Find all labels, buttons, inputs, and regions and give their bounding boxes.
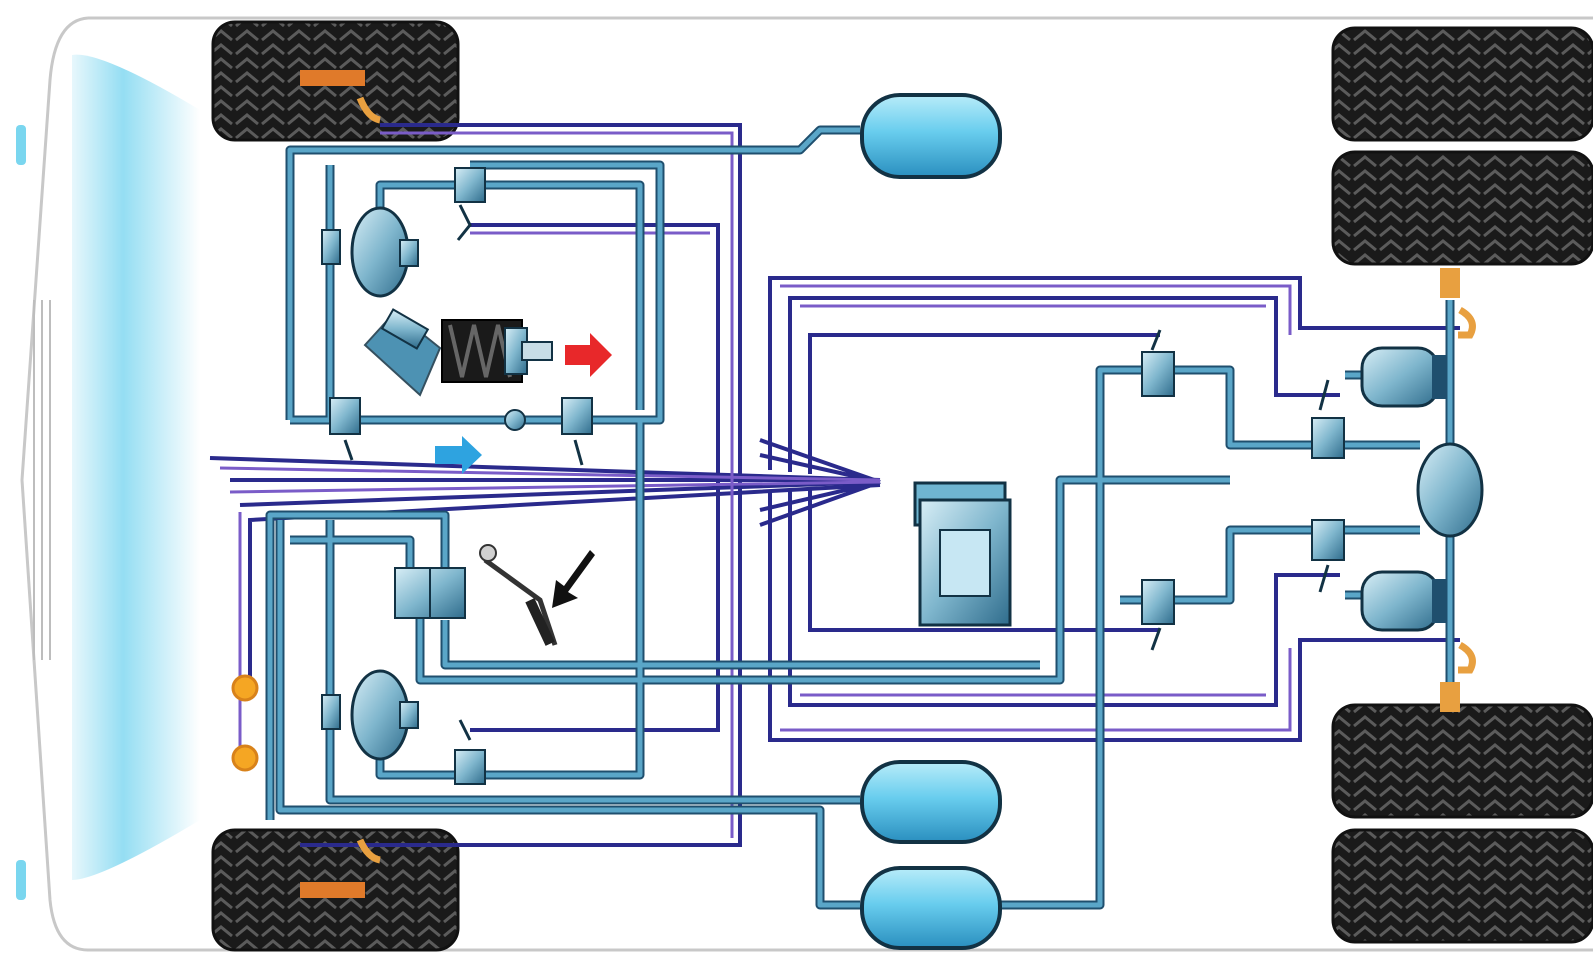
warning-lamp-icon [233, 676, 257, 700]
pressure-regulator [505, 410, 525, 430]
compressor [442, 320, 552, 382]
valve [1312, 418, 1344, 458]
black-arrow-icon [552, 550, 595, 608]
front-left-wheel [213, 22, 458, 140]
front-right-wheel [213, 830, 458, 950]
rear-left-wheel-inner [1333, 152, 1593, 264]
valve [1312, 520, 1344, 560]
side-light-icon [16, 125, 26, 165]
valve [455, 750, 485, 784]
valve [1142, 352, 1174, 396]
brake-pedal[interactable] [480, 545, 555, 646]
side-light-icon [16, 860, 26, 900]
front-brake-chamber-top [322, 208, 418, 296]
rear-right-wheel-outer [1333, 830, 1593, 942]
valve [330, 398, 360, 434]
air-tank-top [862, 95, 1000, 177]
front-brake-chamber-bottom [322, 671, 418, 759]
air-tank-bottom [862, 868, 1000, 948]
rear-left-wheel-outer [1333, 28, 1593, 140]
windshield [72, 55, 200, 880]
rear-right-wheel-inner [1333, 705, 1593, 817]
valve [1142, 580, 1174, 624]
linkage [365, 309, 440, 395]
rear-brake-chamber-top [1362, 348, 1446, 406]
valve [455, 168, 485, 202]
red-arrow-icon [565, 333, 612, 377]
air-tank-middle [862, 762, 1000, 842]
air-pipes [270, 130, 1450, 905]
rear-brake-chamber-bottom [1362, 572, 1446, 630]
central-unit [915, 483, 1010, 625]
valve [562, 398, 592, 434]
warning-lamp-icon [233, 746, 257, 770]
